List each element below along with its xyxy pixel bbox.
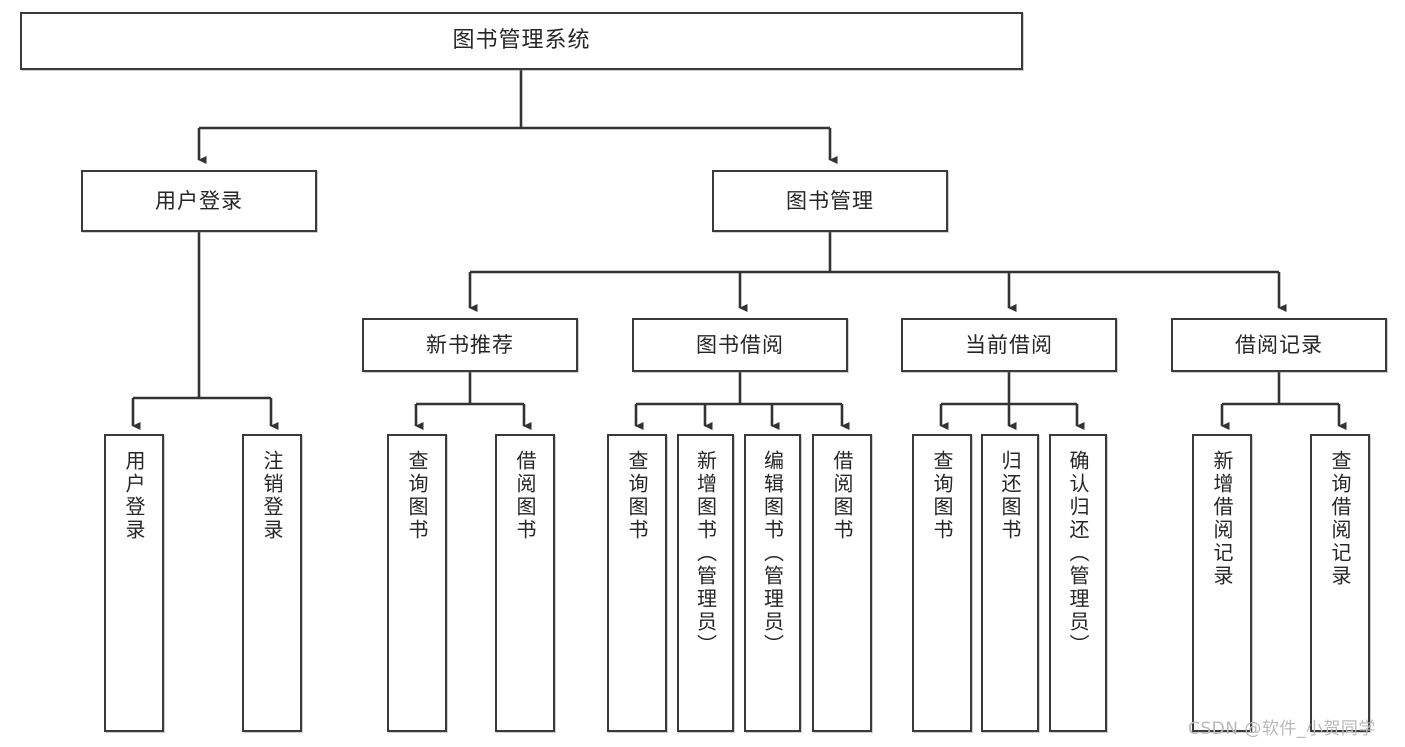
node-borrow-records[interactable]: 借阅记录 — [1171, 318, 1387, 372]
leaf-book-borrow-borrow-book[interactable]: 借阅图书 — [812, 434, 872, 732]
node-label: 查询图书 — [625, 450, 649, 542]
leaf-new-book-query-book[interactable]: 查询图书 — [387, 434, 447, 732]
node-label: 查询借阅记录 — [1328, 450, 1352, 588]
leaf-book-borrow-add-book-admin[interactable]: 新增图书（管理员） — [677, 434, 734, 732]
node-label: 新增图书（管理员） — [693, 450, 718, 657]
node-label: 确认归还（管理员） — [1066, 450, 1090, 657]
node-label: 借阅图书 — [830, 450, 854, 542]
leaf-new-book-borrow-book[interactable]: 借阅图书 — [495, 434, 555, 732]
node-label: 注销登录 — [260, 450, 284, 542]
leaf-borrow-records-add-record[interactable]: 新增借阅记录 — [1192, 434, 1252, 732]
node-label: 图书管理 — [786, 188, 874, 213]
node-label: 借阅图书 — [513, 450, 537, 542]
node-label: 用户登录 — [155, 188, 243, 213]
node-label: 图书管理系统 — [452, 28, 591, 54]
leaf-book-borrow-edit-book-admin[interactable]: 编辑图书（管理员） — [744, 434, 801, 732]
node-book-management[interactable]: 图书管理 — [712, 170, 948, 232]
node-label: 编辑图书（管理员） — [760, 450, 785, 657]
leaf-current-borrow-query-book[interactable]: 查询图书 — [912, 434, 972, 732]
node-label: 图书借阅 — [696, 332, 784, 357]
node-current-borrow[interactable]: 当前借阅 — [901, 318, 1117, 372]
node-label: 归还图书 — [998, 450, 1022, 542]
node-label: 新书推荐 — [426, 332, 514, 357]
node-label: 当前借阅 — [965, 332, 1053, 357]
leaf-current-borrow-return-book[interactable]: 归还图书 — [981, 434, 1039, 732]
csdn-watermark: CSDN @软件_小贺同学 — [1188, 719, 1376, 739]
leaf-user-login-login[interactable]: 用户登录 — [104, 434, 164, 732]
node-root-book-management-system[interactable]: 图书管理系统 — [20, 12, 1023, 70]
node-new-book-recommend[interactable]: 新书推荐 — [362, 318, 578, 372]
node-user-login[interactable]: 用户登录 — [81, 170, 317, 232]
leaf-user-login-logout[interactable]: 注销登录 — [242, 434, 302, 732]
node-label: 借阅记录 — [1235, 332, 1323, 357]
leaf-current-borrow-confirm-return-admin[interactable]: 确认归还（管理员） — [1049, 434, 1107, 732]
leaf-borrow-records-query-record[interactable]: 查询借阅记录 — [1310, 434, 1370, 732]
node-label: 查询图书 — [405, 450, 429, 542]
node-book-borrow[interactable]: 图书借阅 — [632, 318, 848, 372]
node-label: 新增借阅记录 — [1210, 450, 1234, 588]
node-label: 用户登录 — [122, 450, 146, 542]
node-label: 查询图书 — [930, 450, 954, 542]
leaf-book-borrow-query-book[interactable]: 查询图书 — [607, 434, 667, 732]
